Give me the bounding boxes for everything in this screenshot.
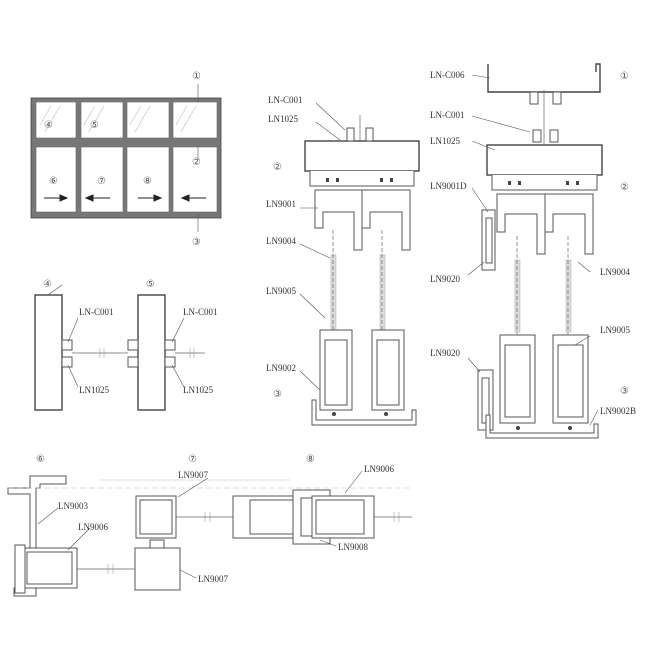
label-ln9020: LN9020 <box>430 274 460 284</box>
label-ln9001: LN9001 <box>266 199 296 209</box>
label-ln1025-right: LN1025 <box>183 385 213 395</box>
label-ln9020-lower: LN9020 <box>430 348 460 358</box>
label-ln-c001: LN-C001 <box>79 307 114 317</box>
vertical-section-right: LN-C006 ① LN-C001 LN1025 ② LN9001D LN902… <box>430 63 636 439</box>
marker-2: ② <box>192 157 201 168</box>
detail-6-7-8: ⑥ ⑦ ⑧ LN9003 LN9006 LN9007 LN9007 LN9006… <box>7 454 412 597</box>
window-elevation: ① ④ ⑤ ② ⑥ ⑦ ⑧ ③ <box>30 71 222 248</box>
marker-3: ③ <box>620 386 629 397</box>
arrow-icon <box>44 194 206 202</box>
label-ln9002: LN9002 <box>266 363 296 373</box>
label-ln1025: LN1025 <box>268 114 298 124</box>
marker-8: ⑧ <box>306 454 315 465</box>
vertical-section-left: LN-C001 LN1025 ② LN9001 LN9004 LN9005 LN… <box>266 95 420 426</box>
marker-1: ① <box>620 71 629 82</box>
label-ln-c006: LN-C006 <box>430 70 465 80</box>
label-ln1025: LN1025 <box>430 136 460 146</box>
detail-4-5: ④ ⑤ LN-C001 LN1025 LN-C001 LN1025 <box>34 279 218 411</box>
marker-5: ⑤ <box>146 279 155 290</box>
label-ln9003: LN9003 <box>58 501 88 511</box>
label-ln9007-bottom: LN9007 <box>198 574 228 584</box>
label-ln-c001: LN-C001 <box>430 110 465 120</box>
marker-2: ② <box>273 162 282 173</box>
marker-4: ④ <box>43 279 52 290</box>
label-ln9005: LN9005 <box>600 325 630 335</box>
label-ln9008: LN9008 <box>338 542 368 552</box>
marker-6: ⑥ <box>49 176 58 187</box>
label-ln9006: LN9006 <box>78 522 108 532</box>
marker-7: ⑦ <box>188 454 197 465</box>
marker-7: ⑦ <box>97 176 106 187</box>
marker-3: ③ <box>192 237 201 248</box>
marker-5: ⑤ <box>90 120 99 131</box>
marker-1: ① <box>192 71 201 82</box>
label-ln1025: LN1025 <box>79 385 109 395</box>
marker-6: ⑥ <box>36 454 45 465</box>
label-ln9004: LN9004 <box>600 267 630 277</box>
label-ln-c001: LN-C001 <box>268 95 303 105</box>
label-ln9006-right: LN9006 <box>364 464 394 474</box>
label-ln9001d: LN9001D <box>430 181 467 191</box>
marker-4: ④ <box>44 120 53 131</box>
marker-8: ⑧ <box>143 176 152 187</box>
label-ln9004: LN9004 <box>266 236 296 246</box>
marker-2: ② <box>620 182 629 193</box>
label-ln9005: LN9005 <box>266 286 296 296</box>
label-ln-c001-right: LN-C001 <box>183 307 218 317</box>
label-ln9007-top: LN9007 <box>178 470 208 480</box>
marker-3: ③ <box>273 389 282 400</box>
label-ln9002b: LN9002B <box>600 406 636 416</box>
